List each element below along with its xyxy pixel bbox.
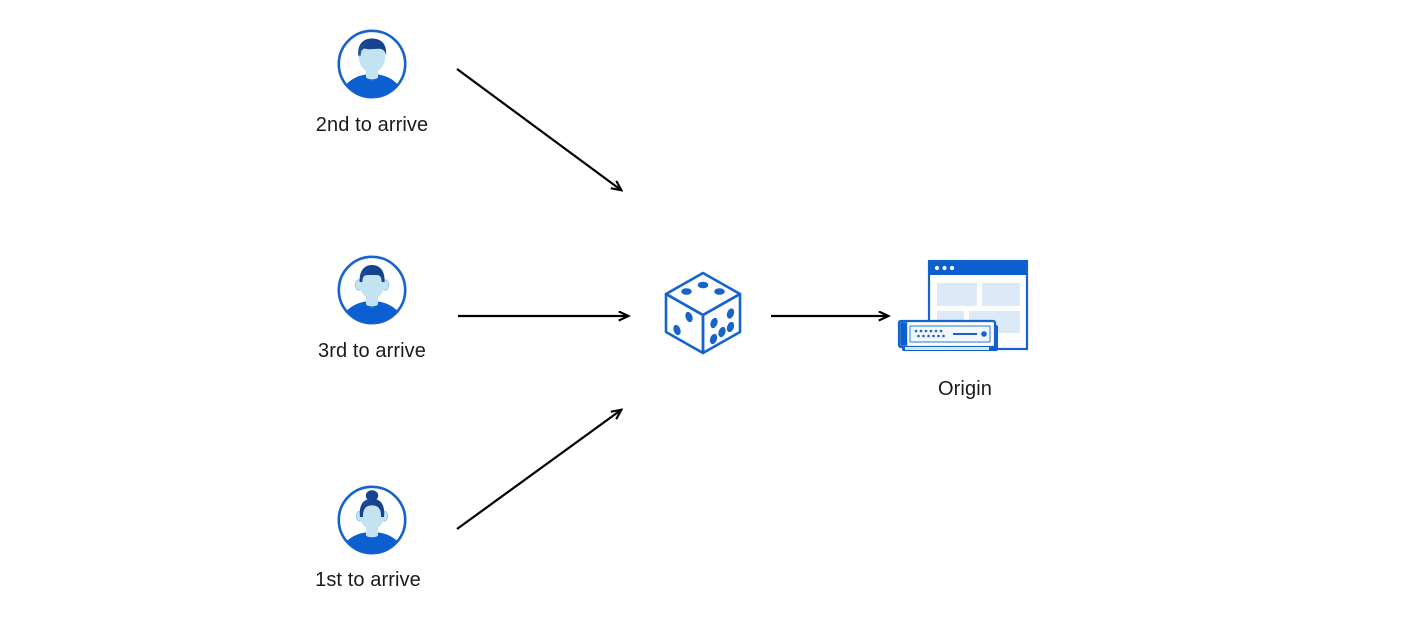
node-client-3rd [336,254,408,326]
avatar-man-short-hair-icon [337,29,407,99]
node-client-3rd-label: 3rd to arrive [317,340,426,362]
avatar-man-ears-icon [337,255,407,325]
dice-icon [664,271,742,355]
origin-server-icon [897,259,1029,351]
node-origin-server-label: Origin [938,378,992,400]
node-client-1st [336,484,408,556]
node-load-balancer-dice [658,268,748,358]
avatar-woman-bun-icon [337,485,407,555]
node-client-1st-label: 1st to arrive [315,569,421,591]
node-client-2nd [336,28,408,100]
node-origin-server [893,255,1043,365]
node-client-2nd-label: 2nd to arrive [315,114,429,136]
edge-1st-to-dice [456,410,621,530]
edge-2nd-to-dice [456,68,621,190]
router-device-icon [897,319,998,351]
